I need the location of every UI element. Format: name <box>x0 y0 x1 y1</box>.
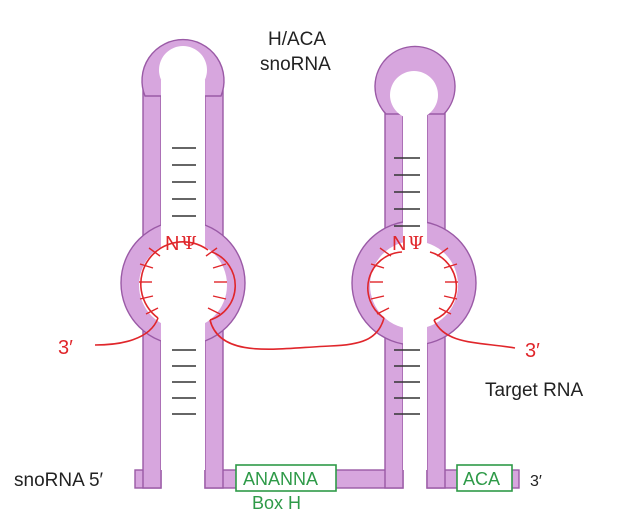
target-rna-linker <box>209 317 385 351</box>
title-line-1: H/ACA <box>268 29 326 50</box>
target-rna <box>94 241 516 351</box>
title-line-2: snoRNA <box>260 54 331 75</box>
target-rna-right-tail <box>433 319 516 349</box>
target-rna-left-tail <box>94 317 159 346</box>
pocket1-psi-label: Ψ <box>181 233 197 254</box>
target-right-3prime-label: 3′ <box>525 340 540 362</box>
box-aca-label: ACA <box>463 469 500 489</box>
box-h-label: Box H <box>252 493 301 513</box>
base-pairs <box>172 147 420 415</box>
pocket2-psi-label: Ψ <box>408 233 424 254</box>
target-rna-pocket1-strand <box>140 241 236 321</box>
box-h-sequence: ANANNA <box>243 469 318 489</box>
snorna-inner-holes <box>139 46 458 470</box>
box-aca-frame <box>456 464 513 492</box>
snorna-3prime-label: 3′ <box>530 473 542 490</box>
target-left-3prime-label: 3′ <box>58 337 73 359</box>
snorna-5prime-label: snoRNA 5′ <box>14 470 104 491</box>
box-h-frame <box>235 464 337 492</box>
pocket2-n-label: N <box>392 233 406 255</box>
target-rna-pocket2-strand <box>367 251 458 321</box>
target-rna-label: Target RNA <box>485 380 584 401</box>
pocket1-n-label: N <box>165 233 179 255</box>
